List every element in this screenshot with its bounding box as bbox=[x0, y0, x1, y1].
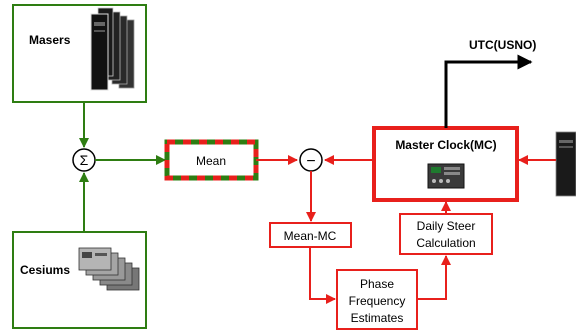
meanmc-to-estimates-arrow bbox=[309, 247, 336, 304]
utc-output-label: UTC(USNO) bbox=[469, 38, 536, 52]
summation-node: Σ bbox=[72, 148, 96, 172]
sigma-symbol: Σ bbox=[80, 152, 89, 168]
estimates-line1: Phase bbox=[360, 277, 394, 291]
green-connectors bbox=[79, 102, 166, 232]
cesiums-node: Cesiums bbox=[12, 231, 147, 329]
master-clock-node: Master Clock(MC) bbox=[372, 126, 519, 202]
mean-node: Mean bbox=[164, 139, 259, 181]
server-rack-icon bbox=[90, 7, 135, 91]
mean-mc-label: Mean-MC bbox=[284, 229, 337, 243]
daily-steer-node: Daily Steer Calculation bbox=[399, 213, 493, 255]
master-clock-label: Master Clock(MC) bbox=[395, 138, 496, 152]
masers-node: Masers bbox=[12, 4, 147, 103]
estimates-line3: Estimates bbox=[351, 311, 404, 325]
cesiums-label: Cesiums bbox=[20, 263, 70, 277]
red-connectors bbox=[256, 155, 556, 304]
steer-line2: Calculation bbox=[416, 236, 475, 250]
masers-label: Masers bbox=[29, 33, 71, 47]
minus-symbol: − bbox=[306, 153, 315, 170]
estimates-to-steer-arrow bbox=[417, 255, 451, 300]
mean-label: Mean bbox=[196, 154, 226, 168]
rack-device-icon bbox=[427, 163, 465, 189]
mean-mc-node: Mean-MC bbox=[269, 222, 352, 248]
instrument-stack-icon bbox=[78, 247, 140, 291]
estimates-line2: Frequency bbox=[349, 294, 406, 308]
mc-to-utc-arrow bbox=[444, 54, 533, 128]
difference-node: − bbox=[299, 148, 323, 172]
steer-line1: Daily Steer bbox=[417, 219, 476, 233]
rack-device-icon bbox=[555, 131, 576, 197]
estimates-node: Phase Frequency Estimates bbox=[336, 269, 418, 330]
